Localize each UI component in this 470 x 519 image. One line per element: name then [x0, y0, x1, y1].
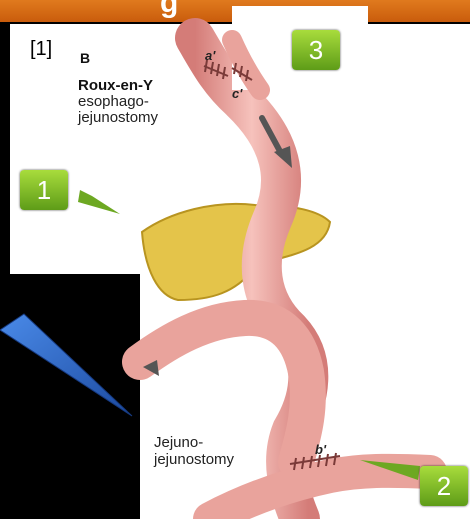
label-b: b' [315, 442, 326, 457]
callout-2: 2 [420, 466, 468, 506]
figure-title: Roux-en-Y [78, 78, 153, 94]
callout-1: 1 [20, 170, 68, 210]
callout-3: 3 [292, 30, 340, 70]
citation-marker: [1] [30, 38, 52, 61]
figure-subtitle: esophago- jejunostomy [78, 94, 208, 126]
lower-caption: Jejuno- jejunostomy [154, 434, 264, 468]
label-c: c' [232, 86, 242, 101]
label-a: a' [205, 48, 215, 63]
panel-letter: B [80, 50, 90, 66]
